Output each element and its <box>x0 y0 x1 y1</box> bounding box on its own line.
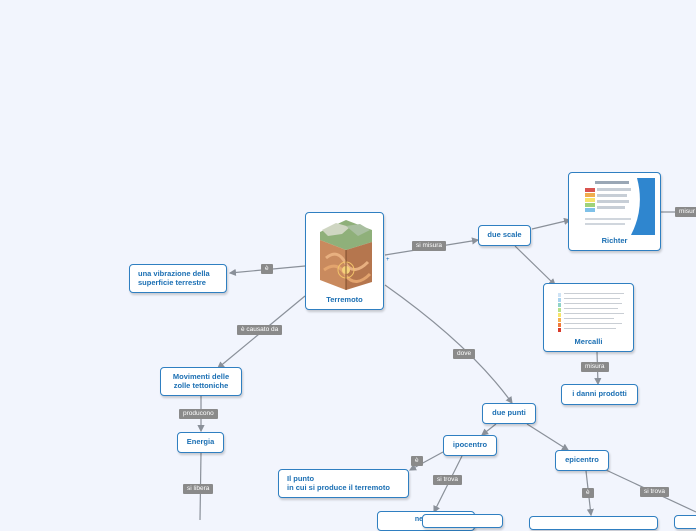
label-si-misura: si misura <box>412 241 447 252</box>
link-terremoto-duepunti <box>384 284 513 404</box>
node-partial-right[interactable] <box>674 515 696 529</box>
node-richter-label: Richter <box>601 236 628 246</box>
link-duescale-mercalli <box>514 245 556 286</box>
label-e-3: è <box>582 488 594 499</box>
node-danni[interactable]: i danni prodotti <box>561 384 638 405</box>
label-e-1: è <box>261 264 273 275</box>
node-ipocentro[interactable]: ipocentro <box>443 435 497 456</box>
richter-scale-image <box>574 178 655 235</box>
node-mercalli-label: Mercalli <box>574 337 603 347</box>
node-vibrazione[interactable]: una vibrazione della superficie terrestr… <box>129 264 227 293</box>
node-energia[interactable]: Energia <box>177 432 224 453</box>
node-epicentro[interactable]: epicentro <box>555 450 609 471</box>
collapse-indicator-icon[interactable]: + <box>386 257 390 263</box>
mercalli-scale-table-image <box>549 289 628 336</box>
label-causato-da: è causato da <box>237 325 283 336</box>
label-si-trova-2: si trova <box>640 487 669 498</box>
link-duepunti-ipocentro <box>481 423 497 436</box>
label-producono: producono <box>179 409 218 420</box>
link-duescale-richter <box>531 217 572 230</box>
node-terremoto[interactable]: Terremoto <box>305 212 384 310</box>
node-partial-ipocentro-child[interactable] <box>422 514 503 528</box>
earthquake-cross-section-image <box>315 218 374 294</box>
node-due-punti[interactable]: due punti <box>482 403 536 424</box>
node-movimenti[interactable]: Movimenti delle zolle tettoniche <box>160 367 242 396</box>
label-dove: dove <box>453 349 476 360</box>
label-si-libera: si libera <box>183 484 214 495</box>
link-duepunti-epicentro <box>526 423 570 451</box>
label-misura: misura <box>581 362 609 373</box>
mind-map-canvas: è è causato da producono si libera si mi… <box>129 172 696 531</box>
node-due-scale[interactable]: due scale <box>478 225 531 246</box>
node-richter[interactable]: Richter <box>568 172 661 251</box>
label-e-2: è <box>411 456 423 467</box>
node-terremoto-label: Terremoto <box>326 295 363 305</box>
node-il-punto[interactable]: Il punto in cui si produce il terremoto <box>278 469 409 498</box>
node-partial-epicentro-child[interactable] <box>529 516 658 530</box>
label-si-trova-1: si trova <box>433 475 462 486</box>
link-ipocentro-ilpunto <box>408 451 444 471</box>
node-mercalli[interactable]: Mercalli <box>543 283 634 352</box>
label-misura-cut: misur <box>675 207 696 218</box>
